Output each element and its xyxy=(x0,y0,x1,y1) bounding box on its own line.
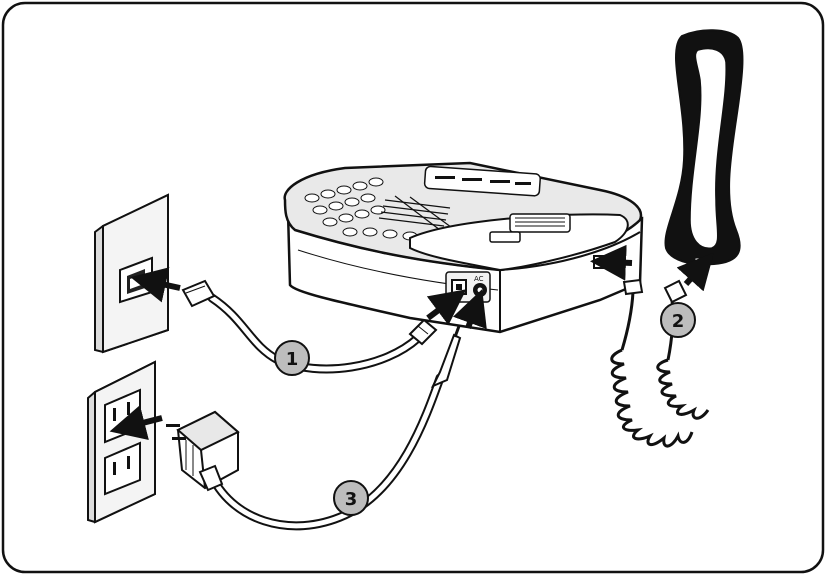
ac-port-label: AC xyxy=(474,275,484,283)
step-callout-1: 1 xyxy=(274,340,310,376)
step-1-label: 1 xyxy=(286,349,299,370)
arrow-power-outlet xyxy=(109,405,163,440)
handset xyxy=(664,29,744,266)
step-callout-2: 2 xyxy=(660,302,696,338)
step-callout-3: 3 xyxy=(333,480,369,516)
arrow-handset-jack xyxy=(676,252,714,292)
coiled-handset-cord xyxy=(610,278,710,448)
connection-arrows xyxy=(109,244,714,440)
phone-base: AC xyxy=(283,161,644,334)
ac-adapter xyxy=(166,317,464,531)
arrow-wall-jack xyxy=(130,267,181,303)
arrow-ac-port xyxy=(452,289,487,330)
step-3-label: 3 xyxy=(345,489,358,510)
arrow-line-port xyxy=(426,289,467,326)
step-2-label: 2 xyxy=(672,311,685,332)
arrow-side-jack xyxy=(590,244,633,281)
